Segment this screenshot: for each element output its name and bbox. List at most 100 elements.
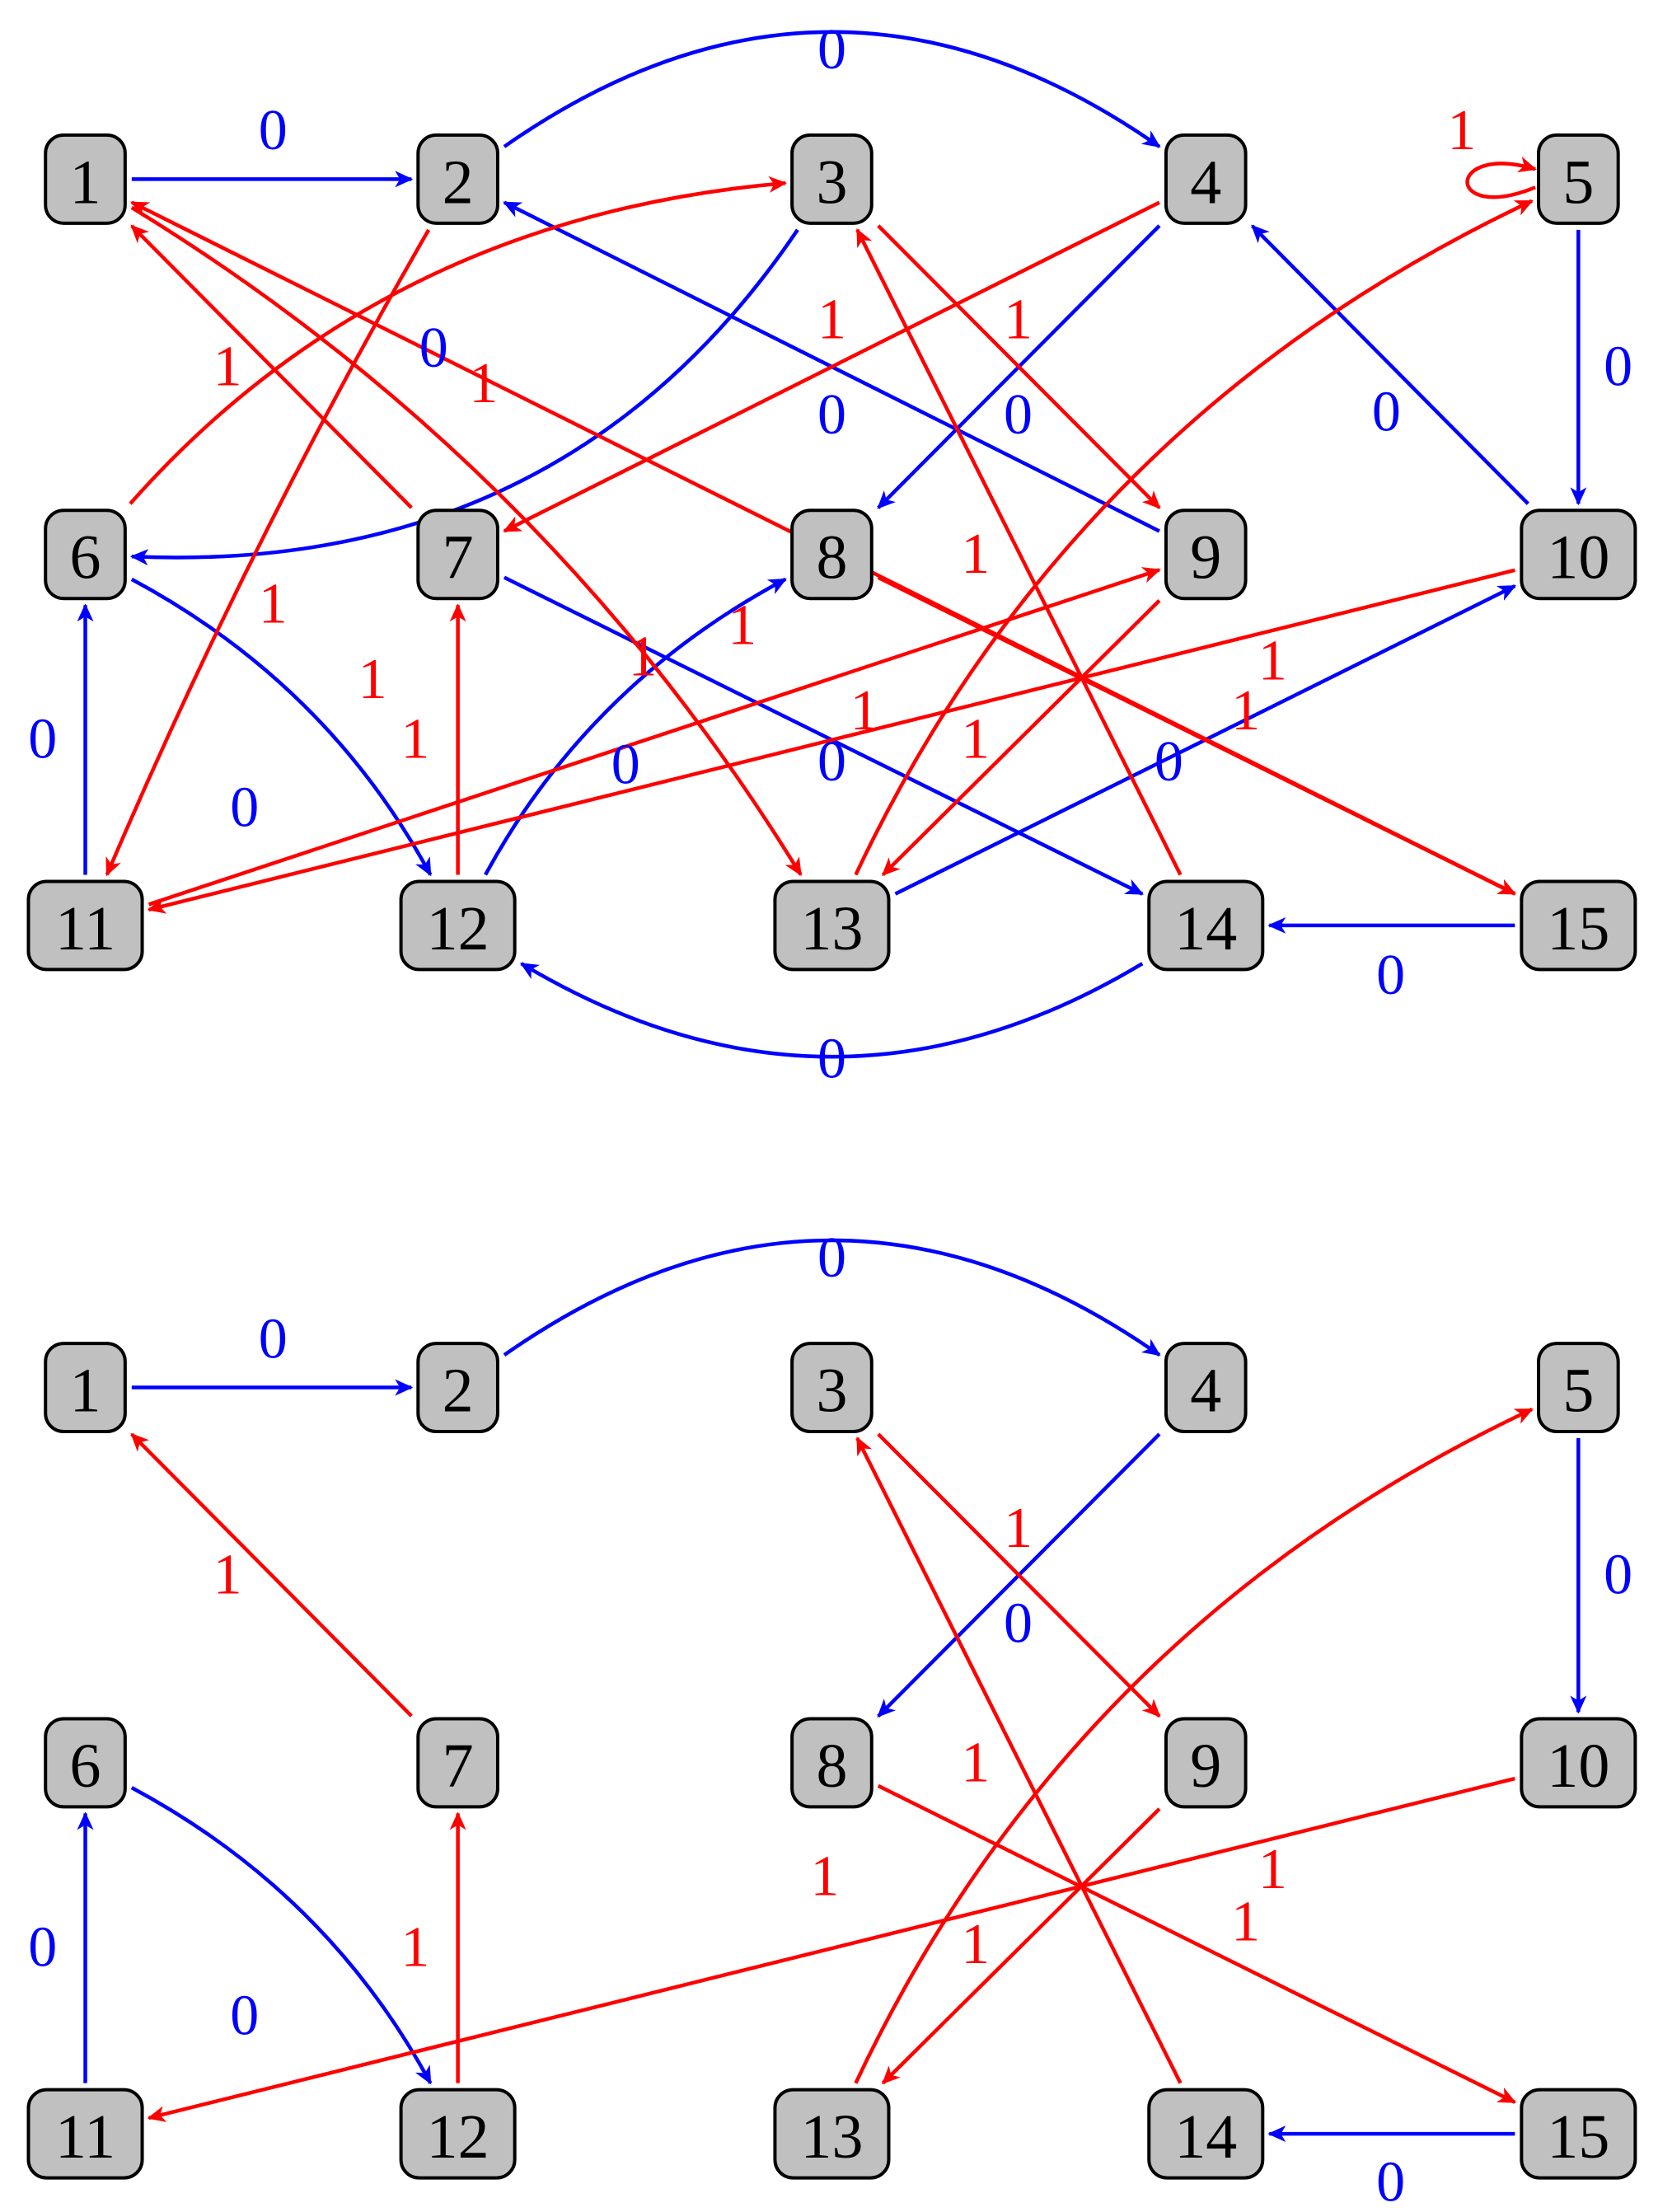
edge-label-7-to-14: 0 [817,730,846,794]
state-box [44,133,127,225]
state-label: 1 [70,1357,101,1426]
edge-label-13-to-5: 1 [1231,679,1260,743]
edge-label-1-to-2: 0 [259,1307,288,1371]
state-label: 2 [443,1357,474,1426]
state-node-14: 14 [1147,2088,1265,2180]
edge-label-6-to-12: 0 [230,776,259,839]
state-node-9: 9 [1164,1717,1248,1809]
state-label: 3 [816,148,847,217]
edge-label-12-to-8: 0 [611,733,640,797]
state-box [1520,508,1637,601]
edge-label-3-to-9: 1 [1004,288,1033,352]
state-label: 9 [1190,523,1221,593]
state-label: 13 [800,894,863,963]
state-label: 10 [1547,523,1609,593]
state-node-6: 6 [44,508,127,601]
state-node-3: 3 [790,133,873,225]
state-label: 5 [1562,148,1594,217]
state-label: 8 [816,523,847,593]
edge-label-11-to-6: 0 [28,1916,57,1980]
edge-label-10-to-11: 1 [850,679,879,743]
state-label: 12 [427,894,489,963]
state-label: 12 [427,2102,489,2172]
edge-4-to-7 [503,200,1160,533]
edge-label-10-to-4: 0 [1372,381,1401,444]
state-label: 14 [1174,2102,1237,2172]
state-node-11: 11 [26,879,144,972]
edge-2-to-11 [105,228,431,877]
state-label: 3 [816,1357,847,1426]
state-box [773,879,891,972]
edge-label-13-to-5: 1 [1231,1891,1260,1954]
state-node-7: 7 [416,1717,499,1809]
state-box [1537,133,1620,225]
state-node-10: 10 [1520,1717,1637,1809]
edge-label-6-to-3: 1 [469,352,498,415]
edge-8-to-15 [877,1783,1517,2104]
state-label: 6 [70,523,101,593]
state-node-15: 15 [1520,2088,1637,2180]
state-label: 2 [443,148,474,217]
edge-label-12-to-7: 1 [400,707,429,771]
edge-1-to-13 [130,205,803,877]
edge-label-2-to-4: 0 [817,18,846,82]
edge-label-4-to-8: 0 [1004,383,1033,447]
state-label: 4 [1190,1357,1221,1426]
edge-label-15-to-1: 1 [728,593,756,657]
state-label: 7 [443,523,474,593]
edge-label-9-to-2: 0 [817,383,846,447]
state-label: 11 [55,2102,115,2172]
state-node-7: 7 [416,508,499,601]
state-box [399,2088,517,2180]
state-node-1: 1 [44,1342,127,1434]
state-node-2: 2 [416,133,499,225]
state-box [773,2088,891,2180]
edge-label-14-to-3: 1 [961,707,990,771]
edge-13-to-5 [854,199,1534,876]
edge-14-to-3 [855,1436,1183,2084]
state-label: 7 [443,1732,474,1801]
state-box [416,1342,499,1434]
state-label: 13 [800,2102,863,2172]
edge-label-8-to-15: 1 [1258,630,1287,693]
edge-10-to-4 [1250,224,1529,505]
edge-label-11-to-9: 1 [628,625,657,688]
state-node-6: 6 [44,1717,127,1809]
edge-label-3-to-6: 0 [419,316,448,380]
state-box [44,508,127,601]
edge-6-to-12 [130,577,433,877]
state-label: 4 [1190,148,1221,217]
state-node-4: 4 [1164,133,1248,225]
state-box [1147,2088,1265,2180]
edge-label-9-to-13: 1 [961,523,990,586]
state-node-8: 8 [790,508,873,601]
state-label: 10 [1547,1732,1609,1801]
edge-label-1-to-13: 1 [358,648,387,711]
state-label: 15 [1547,894,1609,963]
state-box [416,133,499,225]
state-node-12: 12 [399,2088,517,2180]
state-node-15: 15 [1520,879,1637,972]
edge-label-9-to-13: 1 [961,1913,990,1976]
state-box [1164,133,1248,225]
edge-3-to-9 [877,224,1161,509]
edge-label-10-to-11: 1 [810,1844,839,1908]
edge-label-4-to-8: 0 [1004,1591,1033,1655]
edge-label-13-to-10: 0 [1155,730,1183,794]
edge-5-to-5 [1465,157,1537,199]
edge-6-to-12 [130,1786,433,2085]
state-node-13: 13 [773,879,891,972]
edge-8-to-15 [877,575,1517,896]
state-box [26,879,144,972]
edge-label-5-to-5: 1 [1447,99,1476,162]
edge-label-6-to-12: 0 [230,1984,259,2047]
edge-7-to-1 [130,1432,413,1718]
edge-14-to-12 [519,962,1144,1059]
state-box [1520,1717,1637,1809]
state-node-3: 3 [790,1342,873,1434]
